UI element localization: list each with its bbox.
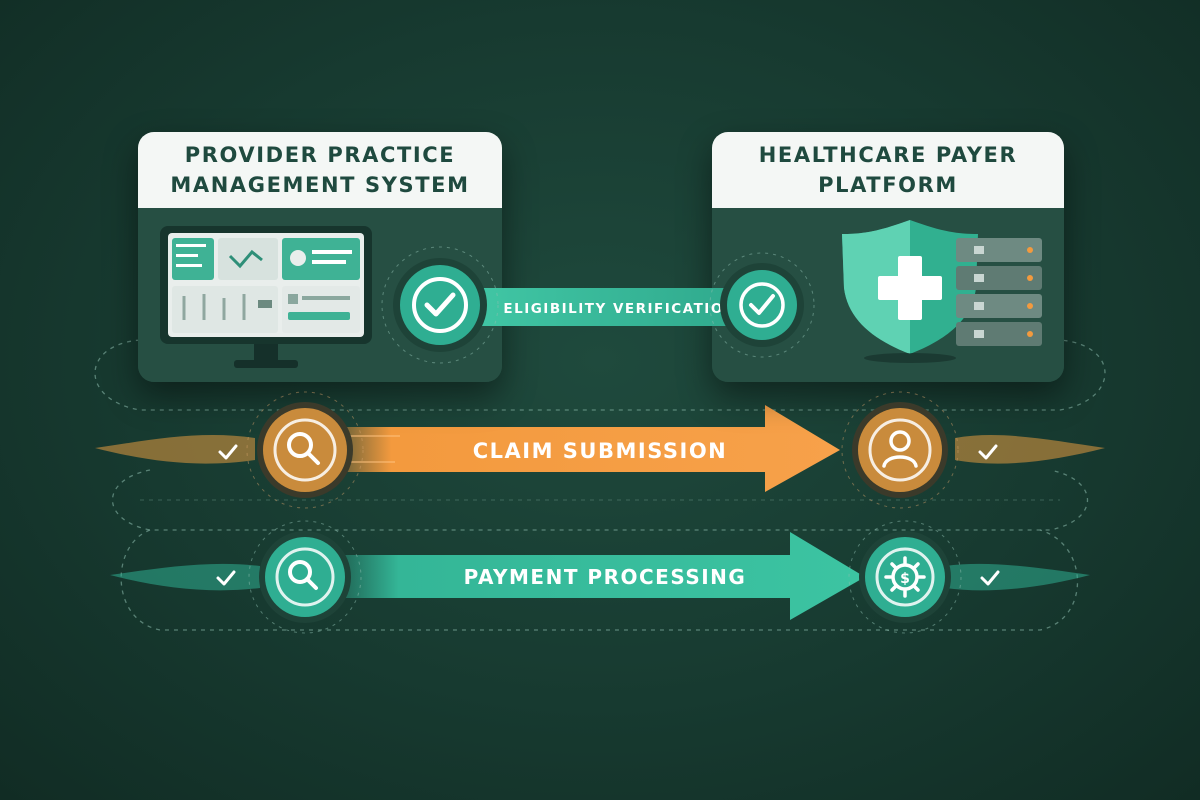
right-orange-wing — [955, 435, 1105, 464]
payment-processing-label: PAYMENT PROCESSING — [464, 565, 747, 589]
shield-icon — [842, 220, 978, 363]
payer-platform-title: HEALTHCARE PAYER PLATFORM — [712, 132, 1064, 208]
left-teal-wing — [110, 563, 260, 591]
wing-checkmark-icon — [978, 444, 998, 460]
claim-submission-arrow: CLAIM SUBMISSION — [330, 405, 840, 492]
payer-illustration — [842, 220, 1042, 363]
provider-system-title: PROVIDER PRACTICE MANAGEMENT SYSTEM — [138, 132, 502, 208]
provider-card-body — [138, 208, 502, 382]
claim-submission-label: CLAIM SUBMISSION — [473, 439, 728, 463]
dashed-connectors — [94, 339, 1106, 631]
provider-system-card: PROVIDER PRACTICE MANAGEMENT SYSTEM — [138, 132, 502, 382]
payer-platform-card: HEALTHCARE PAYER PLATFORM — [712, 132, 1064, 382]
computer-monitor-icon — [160, 226, 372, 368]
left-orange-wing — [95, 435, 255, 464]
right-teal-wing — [945, 563, 1090, 591]
wing-checkmark-icon — [218, 444, 238, 460]
server-stack-icon — [956, 238, 1042, 346]
wing-checkmark-icon — [216, 570, 236, 586]
payer-card-body — [712, 208, 1064, 382]
payment-processing-arrow: PAYMENT PROCESSING — [335, 532, 865, 620]
wing-checkmark-icon — [980, 570, 1000, 586]
